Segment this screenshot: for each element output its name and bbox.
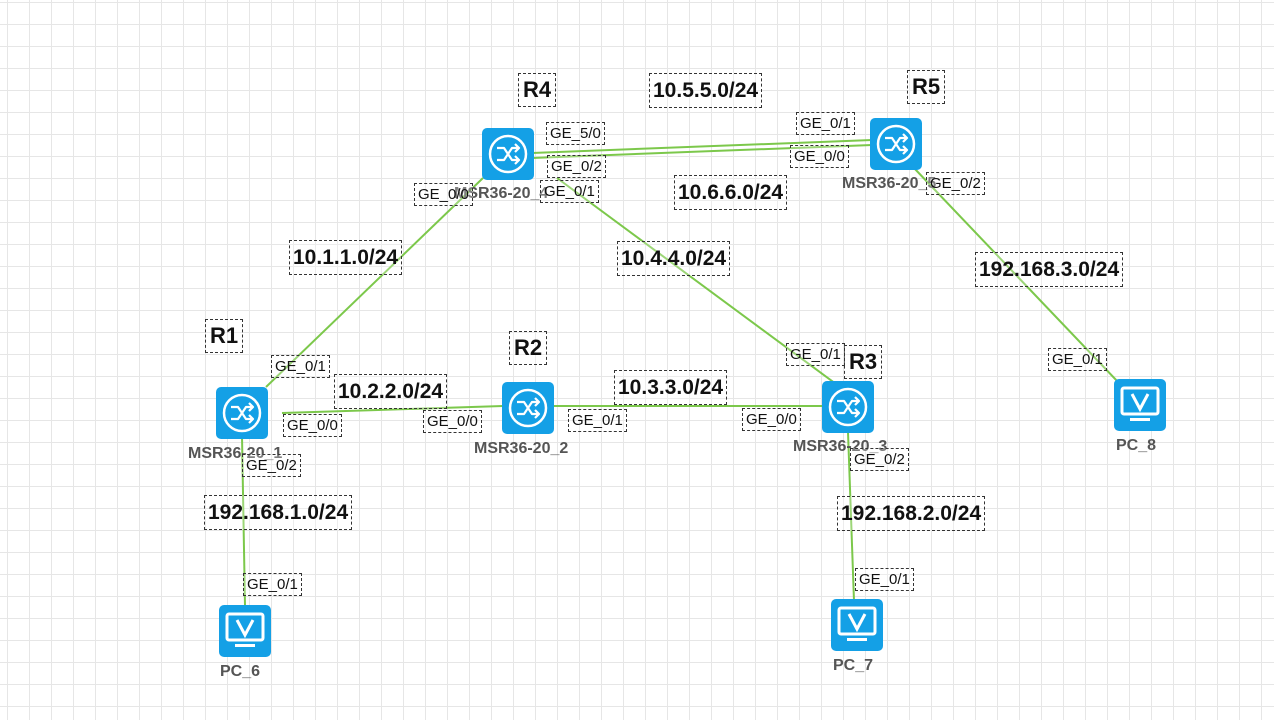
port-label-r4-ge-0-0[interactable]: GE_0/0	[414, 183, 473, 206]
device-name-r1: MSR36-20_1	[188, 445, 283, 462]
link-r1-r2[interactable]	[281, 405, 504, 414]
port-label-r5-ge-0-1[interactable]: GE_0/1	[796, 112, 855, 135]
router-tag-r5[interactable]: R5	[907, 70, 946, 104]
port-label-pc7-ge-0-1[interactable]: GE_0/1	[855, 568, 914, 591]
network-label-10-2-2-0[interactable]: 10.2.2.0/24	[334, 374, 448, 409]
link-r5-pc8[interactable]	[913, 167, 1119, 383]
port-label-r3-ge-0-0[interactable]: GE_0/0	[742, 408, 801, 431]
router-r5[interactable]	[870, 118, 922, 170]
pc-pc6[interactable]	[219, 605, 271, 657]
link-r4-r3[interactable]	[556, 177, 837, 385]
router-tag-r3[interactable]: R3	[844, 345, 883, 379]
pc-pc7[interactable]	[831, 599, 883, 651]
network-label-10-5-5-0[interactable]: 10.5.5.0/24	[649, 73, 763, 108]
port-label-r1-ge-0-2[interactable]: GE_0/2	[242, 454, 301, 477]
port-label-pc6-ge-0-1[interactable]: GE_0/1	[243, 573, 302, 596]
device-name-pc8: PC_8	[1116, 437, 1157, 454]
port-label-r4-ge-0-1[interactable]: GE_0/1	[540, 180, 599, 203]
link-r4-r1[interactable]	[265, 177, 484, 388]
port-label-pc8-ge-0-1[interactable]: GE_0/1	[1048, 348, 1107, 371]
router-tag-r1[interactable]: R1	[205, 319, 244, 353]
port-label-r3-ge-0-1[interactable]: GE_0/1	[786, 343, 845, 366]
router-icon	[216, 387, 268, 439]
device-name-r2: MSR36-20_2	[474, 440, 569, 457]
router-icon	[502, 382, 554, 434]
pc-monitor-icon	[1114, 379, 1166, 431]
device-name-r4: MSR36-20_4	[454, 185, 549, 202]
router-r3[interactable]	[822, 381, 874, 433]
port-label-r3-ge-0-2[interactable]: GE_0/2	[850, 448, 909, 471]
router-icon	[822, 381, 874, 433]
router-icon	[870, 118, 922, 170]
port-label-r4-ge-5-0[interactable]: GE_5/0	[546, 122, 605, 145]
device-name-r5: MSR36-20_5	[842, 175, 937, 192]
port-label-r5-ge-0-0[interactable]: GE_0/0	[790, 145, 849, 168]
router-r1[interactable]	[216, 387, 268, 439]
port-label-r2-ge-0-0[interactable]: GE_0/0	[423, 410, 482, 433]
network-label-192-168-2-0[interactable]: 192.168.2.0/24	[837, 496, 986, 531]
pc-monitor-icon	[219, 605, 271, 657]
port-label-r4-ge-0-2[interactable]: GE_0/2	[547, 155, 606, 178]
device-name-r3: MSR36-20_3	[793, 438, 888, 455]
port-label-r1-ge-0-0[interactable]: GE_0/0	[283, 414, 342, 437]
device-name-pc6: PC_6	[220, 663, 261, 680]
network-label-10-1-1-0[interactable]: 10.1.1.0/24	[289, 240, 403, 275]
router-r4[interactable]	[482, 128, 534, 180]
port-label-r5-ge-0-2[interactable]: GE_0/2	[926, 172, 985, 195]
pc-pc8[interactable]	[1114, 379, 1166, 431]
router-r2[interactable]	[502, 382, 554, 434]
network-label-10-4-4-0[interactable]: 10.4.4.0/24	[617, 241, 731, 276]
network-label-192-168-3-0[interactable]: 192.168.3.0/24	[975, 252, 1124, 287]
router-tag-r2[interactable]: R2	[509, 331, 548, 365]
link-r3-pc7[interactable]	[847, 431, 855, 602]
network-label-192-168-1-0[interactable]: 192.168.1.0/24	[204, 495, 353, 530]
pc-monitor-icon	[831, 599, 883, 651]
router-icon	[482, 128, 534, 180]
network-label-10-6-6-0[interactable]: 10.6.6.0/24	[674, 175, 788, 210]
network-label-10-3-3-0[interactable]: 10.3.3.0/24	[614, 370, 728, 405]
device-name-pc7: PC_7	[833, 657, 874, 674]
router-tag-r4[interactable]: R4	[518, 73, 557, 107]
port-label-r2-ge-0-1[interactable]: GE_0/1	[568, 409, 627, 432]
link-r4-r5-a[interactable]	[531, 139, 873, 154]
port-label-r1-ge-0-1[interactable]: GE_0/1	[271, 355, 330, 378]
